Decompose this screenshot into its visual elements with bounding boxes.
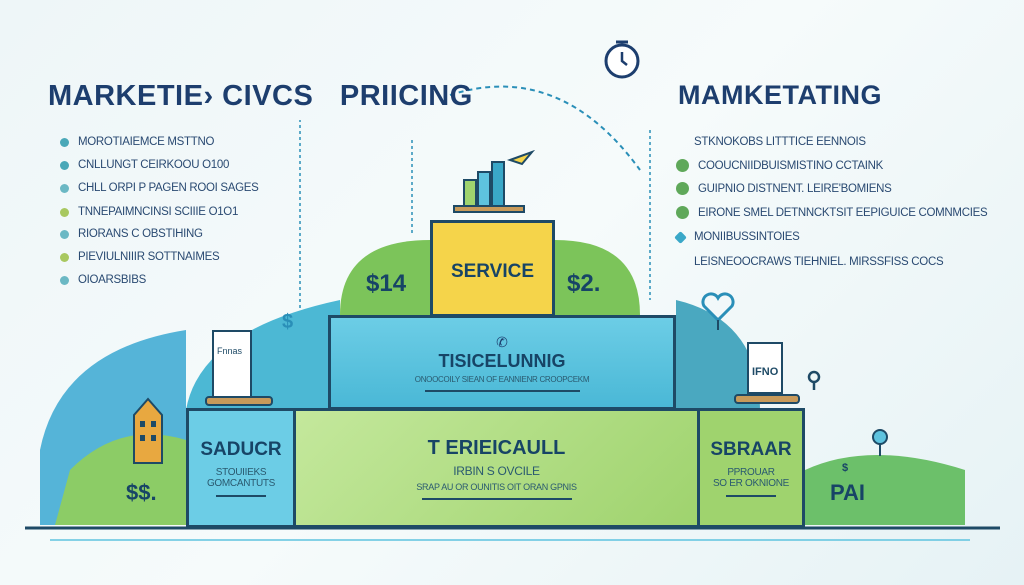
- list-item: PIEVIULNIIIR SOTTNAIMES: [60, 251, 220, 263]
- tier-sub: STOUIIEKS: [215, 467, 267, 478]
- leaf-icon: [676, 206, 689, 219]
- list-item: RIORANS C OBSTIHING: [60, 228, 203, 240]
- title-left: MARKETIE› CIVCS: [48, 80, 314, 112]
- dollar-tag-icon: $: [282, 311, 293, 333]
- cart-right: [734, 394, 800, 404]
- list-item: CHLL ORPI P PAGEN ROOI SAGES: [60, 182, 259, 194]
- tier-sub: SRAP AU OR OUNITIS OIT ORAN GPNIS: [416, 481, 577, 492]
- list-item-text: EIRONE SMEL DETNNCKTSIT EEPIGUICE COMNMC…: [698, 206, 988, 219]
- list-item-text: MONIIBUSSINTOIES: [694, 231, 800, 243]
- tier-bottom-left: SADUCR STOUIIEKS GOMCANTUTS: [186, 408, 296, 528]
- list-item-text: RIORANS C OBSTIHING: [78, 228, 203, 240]
- list-item-text: CHLL ORPI P PAGEN ROOI SAGES: [78, 182, 259, 194]
- list-item: MOROTIAIEMCE MSTTNO: [60, 136, 214, 148]
- list-item-text: LEISNEOOCRAWS TIEHNIEL. MIRSSFISS COCS: [694, 256, 944, 268]
- bullet-icon: [60, 275, 69, 285]
- bullet-icon: [60, 137, 69, 147]
- list-item-text: TNNEPAIMNCINSI SCIIIE O1O1: [78, 206, 239, 218]
- tree-icon: [872, 429, 888, 456]
- tier-label: SERVICE: [450, 260, 535, 282]
- right-hill-price: PAI: [830, 480, 866, 505]
- list-item-text: STKNOKOBS LITTTICE EENNOIS: [694, 136, 866, 148]
- list-item-text: GUIPNIO DISTNENT. LEIRE'BOMIENS: [698, 182, 892, 195]
- divider: [216, 495, 266, 497]
- document-left: Fnnas: [212, 330, 252, 398]
- list-item: TNNEPAIMNCINSI SCIIIE O1O1: [60, 206, 238, 218]
- list-item-text: PIEVIULNIIIR SOTTNAIMES: [78, 251, 220, 263]
- building-icon: [133, 397, 163, 464]
- title-right: MAMKETATING: [678, 80, 882, 110]
- bullet-icon: [676, 138, 685, 147]
- svg-text:$: $: [282, 311, 293, 333]
- divider: [421, 497, 572, 500]
- tier-sub: SO ER OKNIONE: [712, 478, 790, 489]
- leaf-icon: [676, 159, 689, 172]
- document-text: Fnnas: [217, 346, 243, 356]
- divider: [726, 495, 776, 497]
- divider: [424, 389, 580, 392]
- tier-sub: ONOOCOILY SIEAN OF EANNIENR CROOPCEKM: [414, 374, 590, 384]
- tier-label: SBRAAR: [710, 439, 792, 460]
- price-left: $14: [366, 270, 407, 297]
- bullet-icon: [676, 258, 685, 267]
- list-item: EIRONE SMEL DETNNCKTSIT EEPIGUICE COMNMC…: [676, 206, 988, 219]
- list-item: CNLLUNGT CEIRKOOU O100: [60, 159, 229, 171]
- list-item-text: MOROTIAIEMCE MSTTNO: [78, 136, 215, 148]
- bullet-icon: [60, 160, 69, 170]
- tier-sub: PPROUAR: [727, 467, 775, 478]
- list-item: LEISNEOOCRAWS TIEHNIEL. MIRSSFISS COCS: [676, 256, 944, 268]
- list-item: COOUCNIIDBUISMISTINO CCTAINK: [676, 159, 883, 172]
- tier-sub: IRBIN S OVCILE: [453, 463, 540, 478]
- right-hill-top: $: [842, 462, 849, 474]
- list-item: MONIIBUSSINTOIES: [674, 230, 800, 244]
- list-item: OIOARSBIBS: [60, 274, 146, 286]
- document-right: IFNO: [747, 342, 783, 394]
- leaf-icon: [676, 182, 689, 195]
- diamond-icon: [674, 230, 687, 244]
- list-item-text: CNLLUNGT CEIRKOOU O100: [78, 159, 230, 171]
- tier-label: TISICELUNNIG: [438, 350, 566, 371]
- list-item: STKNOKOBS LITTTICE EENNOIS: [676, 136, 866, 148]
- clock-icon: [604, 40, 640, 79]
- document-text: IFNO: [752, 366, 779, 378]
- bullet-icon: [60, 183, 69, 193]
- bullet-icon: [60, 252, 69, 262]
- tier-sub: GOMCANTUTS: [206, 478, 276, 489]
- tier-label: T ERIEICAULL: [427, 436, 566, 459]
- tier-bottom-center: T ERIEICAULL IRBIN S OVCILE SRAP AU OR O…: [293, 408, 700, 528]
- tier-top-service: SERVICE: [430, 220, 555, 317]
- title-pricing: PRIICING: [339, 80, 473, 112]
- tier-bottom-right: SBRAAR PPROUAR SO ER OKNIONE: [697, 408, 805, 528]
- bullet-icon: [60, 207, 69, 217]
- tier-middle: ✆ TISICELUNNIG ONOOCOILY SIEAN OF EANNIE…: [328, 315, 676, 410]
- bar-chart-icon: [453, 150, 535, 213]
- tier-label: SADUCR: [200, 439, 282, 460]
- list-item-text: OIOARSBIBS: [78, 274, 146, 286]
- list-item: GUIPNIO DISTNENT. LEIRE'BOMIENS: [676, 182, 892, 195]
- location-pin-icon: [807, 370, 821, 390]
- bullet-icon: [60, 229, 69, 239]
- price-right: $2.: [567, 270, 601, 297]
- cart-left: [205, 396, 273, 406]
- left-hill-price: $$.: [126, 480, 157, 505]
- phone-icon: ✆: [496, 333, 508, 350]
- list-item-text: COOUCNIIDBUISMISTINO CCTAINK: [698, 159, 883, 172]
- heart-icon: [701, 292, 735, 330]
